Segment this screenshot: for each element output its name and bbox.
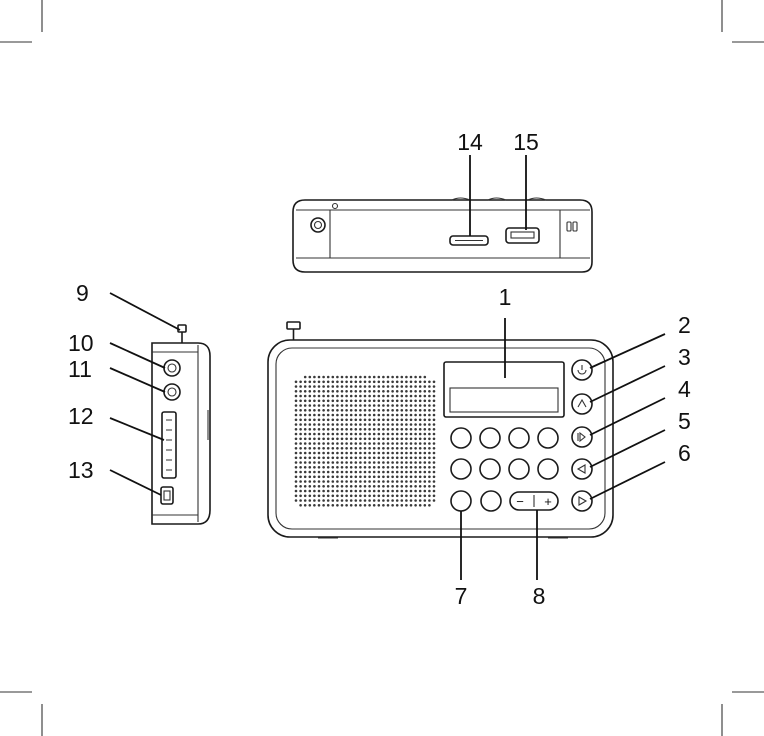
- callout-5: 5: [678, 408, 691, 434]
- callout-11: 11: [68, 356, 92, 382]
- callout-15: 15: [513, 129, 539, 155]
- callout-1: 1: [499, 284, 512, 310]
- button-extra[interactable]: [481, 491, 501, 511]
- radio-top-view: [293, 198, 592, 272]
- callout-7: 7: [455, 583, 468, 609]
- volume-minus-label: −: [516, 494, 524, 509]
- callout-6: 6: [678, 440, 691, 466]
- callout-10: 10: [68, 330, 94, 356]
- line-in-jack: [164, 384, 180, 400]
- preset-key-8[interactable]: [538, 459, 558, 479]
- speaker-grille: [295, 376, 436, 507]
- callout-8: 8: [533, 583, 546, 609]
- play-pause-button[interactable]: [572, 427, 592, 447]
- preset-key-2[interactable]: [480, 428, 500, 448]
- callout-9: 9: [76, 280, 89, 306]
- mini-usb-port: [161, 487, 173, 504]
- callout-3: 3: [678, 344, 691, 370]
- preset-key-6[interactable]: [480, 459, 500, 479]
- headphone-jack: [164, 360, 180, 376]
- preset-key-4[interactable]: [538, 428, 558, 448]
- radio-front-view: − +: [268, 322, 613, 538]
- callout-12: 12: [68, 403, 94, 429]
- sd-card-slot: [162, 412, 176, 478]
- antenna-front: [287, 322, 300, 329]
- volume-plus-label: +: [544, 494, 552, 509]
- antenna-tip: [178, 325, 186, 332]
- lcd-display: [444, 362, 564, 417]
- prev-button[interactable]: [572, 459, 592, 479]
- callout-14: 14: [457, 129, 483, 155]
- callout-2: 2: [678, 312, 691, 338]
- preset-key-7[interactable]: [509, 459, 529, 479]
- callout-4: 4: [678, 376, 691, 402]
- preset-keypad: [451, 428, 558, 479]
- preset-key-1[interactable]: [451, 428, 471, 448]
- preset-key-3[interactable]: [509, 428, 529, 448]
- mode-button[interactable]: [572, 394, 592, 414]
- next-button[interactable]: [572, 491, 592, 511]
- callout-13: 13: [68, 457, 94, 483]
- preset-key-5[interactable]: [451, 459, 471, 479]
- button-7[interactable]: [451, 491, 471, 511]
